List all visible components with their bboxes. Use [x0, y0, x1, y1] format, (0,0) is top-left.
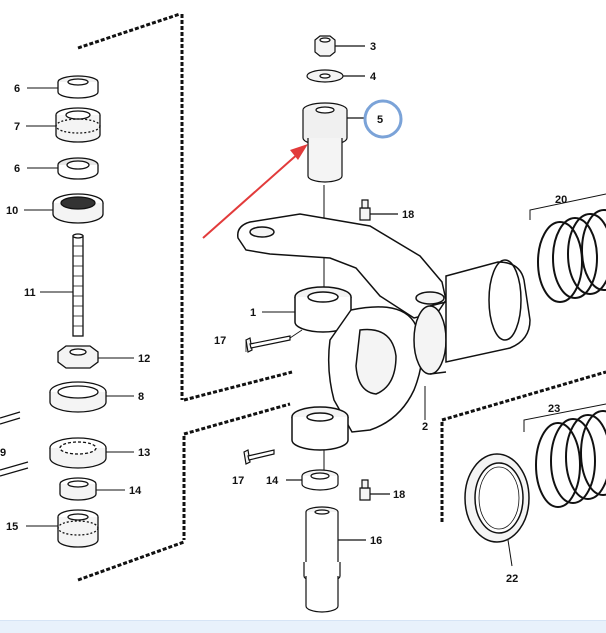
callout-12: 12 — [138, 353, 150, 365]
part-14-center-ring — [286, 469, 339, 491]
exploded-parts-diagram: 6 7 6 10 11 12 8 9 13 14 15 3 4 5 18 1 1… — [0, 12, 606, 613]
callout-16: 16 — [370, 535, 382, 547]
highlight-circle — [363, 99, 403, 139]
part-6-upper-ring — [57, 75, 99, 99]
dashed-enclosure-left — [77, 12, 293, 582]
part-15-bearing — [57, 509, 99, 548]
part-18-grease-nipples — [359, 199, 398, 501]
callout-3: 3 — [370, 41, 376, 53]
highlight-arrow — [202, 144, 308, 239]
callout-14-center: 14 — [266, 475, 279, 487]
callout-18-lower: 18 — [393, 489, 405, 501]
callout-7: 7 — [14, 121, 20, 133]
callout-8: 8 — [138, 391, 144, 403]
callout-1: 1 — [250, 307, 256, 319]
part-10-housing — [52, 193, 104, 224]
part-12-nut — [57, 345, 99, 369]
part-11-threaded-bolt — [72, 233, 84, 337]
callout-9: 9 — [0, 447, 6, 459]
callout-6-lower: 6 — [14, 163, 20, 175]
callout-17-upper: 17 — [214, 335, 226, 347]
center-leader-lines — [262, 311, 426, 481]
callout-18-upper: 18 — [402, 209, 414, 221]
callout-labels: 6 7 6 10 11 12 8 9 13 14 15 3 4 5 18 1 1… — [0, 41, 567, 585]
part-3-nut — [314, 35, 365, 57]
left-leader-lines — [24, 87, 134, 527]
part-8-ring — [49, 381, 107, 413]
callout-17-lower: 17 — [232, 475, 244, 487]
part-6-lower-ring — [57, 157, 99, 180]
part-13-toothed-ring — [49, 437, 107, 469]
callout-10: 10 — [6, 205, 18, 217]
callout-6-upper: 6 — [14, 83, 20, 95]
part-14-small-ring-left — [59, 477, 97, 501]
part-7-bearing — [55, 107, 101, 143]
callout-2: 2 — [422, 421, 428, 433]
part-23-spring-rings — [523, 403, 606, 508]
callout-20: 20 — [555, 194, 567, 206]
callout-23: 23 — [548, 403, 560, 415]
part-5-bushing — [302, 102, 366, 183]
callout-4: 4 — [370, 71, 377, 83]
footer-band — [0, 620, 606, 633]
callout-14-left: 14 — [129, 485, 142, 497]
callout-22: 22 — [506, 573, 518, 585]
left-parts-stack — [0, 75, 107, 548]
part-16-king-pin — [303, 506, 366, 613]
part-17-bolts — [243, 329, 303, 465]
callout-11: 11 — [24, 287, 36, 299]
part-4-washer — [306, 69, 365, 83]
callout-5: 5 — [377, 114, 383, 126]
part-20-spring-rings — [529, 193, 606, 303]
steering-knuckle — [237, 213, 531, 451]
callout-13: 13 — [138, 447, 150, 459]
callout-15: 15 — [6, 521, 18, 533]
part-9-pins — [0, 411, 29, 477]
part-22-seal — [464, 453, 530, 567]
dashed-enclosure-right — [440, 370, 606, 522]
